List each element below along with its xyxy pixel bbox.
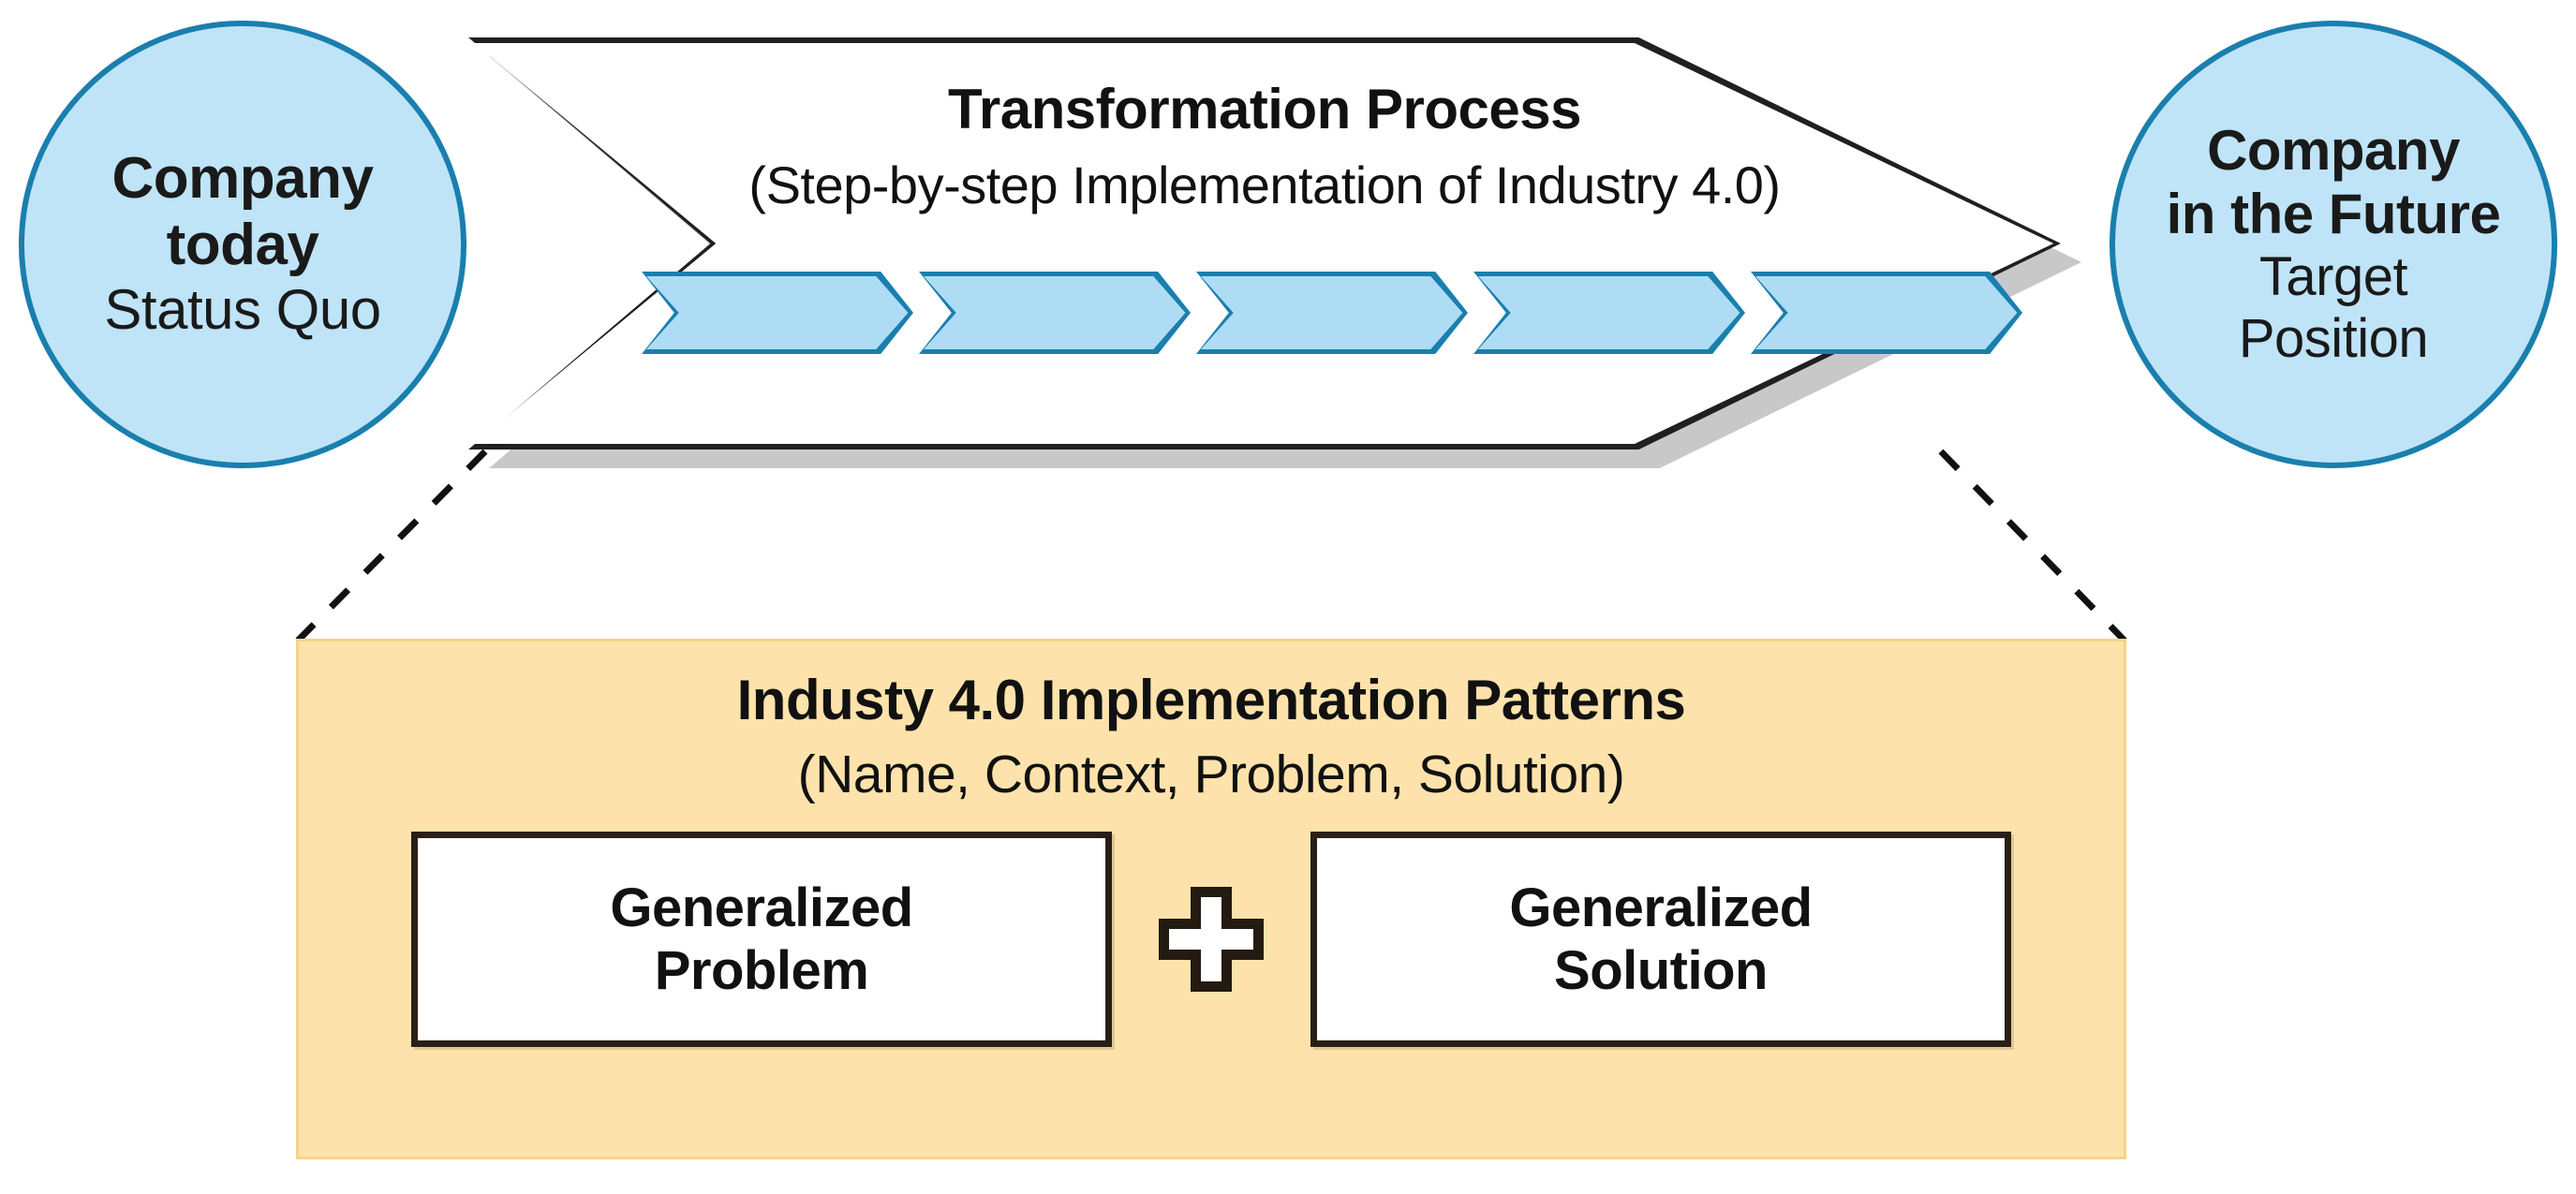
banner-content: Transformation Process (Step-by-step Imp… [468, 37, 2061, 450]
step-chevron-3[interactable] [1196, 272, 1468, 354]
step-chevron-1[interactable] [642, 272, 913, 354]
transformation-banner: Transformation Process (Step-by-step Imp… [468, 37, 2098, 478]
patterns-boxes-row: Generalized Problem Generalized Solution [411, 832, 2011, 1047]
dashed-connector-left [295, 449, 488, 643]
company-today-line3: Status Quo [104, 278, 381, 342]
generalized-solution-line1: Generalized [1509, 877, 1813, 938]
patterns-subtitle: (Name, Context, Problem, Solution) [797, 744, 1625, 804]
company-future-line3: Target [2258, 246, 2408, 308]
plus-operator-slot [1112, 887, 1310, 992]
step-chevron-4[interactable] [1473, 272, 1745, 354]
generalized-solution-line2: Solution [1554, 940, 1768, 1001]
generalized-problem-box[interactable]: Generalized Problem [411, 832, 1112, 1047]
company-today-line1: Company [111, 146, 374, 212]
generalized-problem-line2: Problem [654, 940, 869, 1001]
step-chevron-5[interactable] [1751, 272, 2022, 354]
company-future-line4: Position [2238, 308, 2429, 370]
company-future-line1: Company [2207, 118, 2460, 182]
company-future-line2: in the Future [2166, 182, 2501, 245]
dashed-connector-right [1938, 449, 2127, 643]
company-today-circle: Company today Status Quo [19, 21, 466, 468]
implementation-patterns-panel: Industy 4.0 Implementation Patterns (Nam… [296, 639, 2126, 1159]
company-today-line2: today [166, 212, 319, 277]
generalized-problem-line1: Generalized [610, 877, 913, 938]
plus-icon [1159, 887, 1264, 992]
implementation-steps [642, 272, 2022, 354]
step-chevron-2[interactable] [919, 272, 1191, 354]
company-future-circle: Company in the Future Target Position [2110, 21, 2557, 468]
generalized-solution-box[interactable]: Generalized Solution [1310, 832, 2011, 1047]
patterns-title: Industy 4.0 Implementation Patterns [736, 669, 1686, 731]
banner-subtitle: (Step-by-step Implementation of Industry… [748, 155, 1781, 214]
banner-title: Transformation Process [948, 78, 1581, 140]
